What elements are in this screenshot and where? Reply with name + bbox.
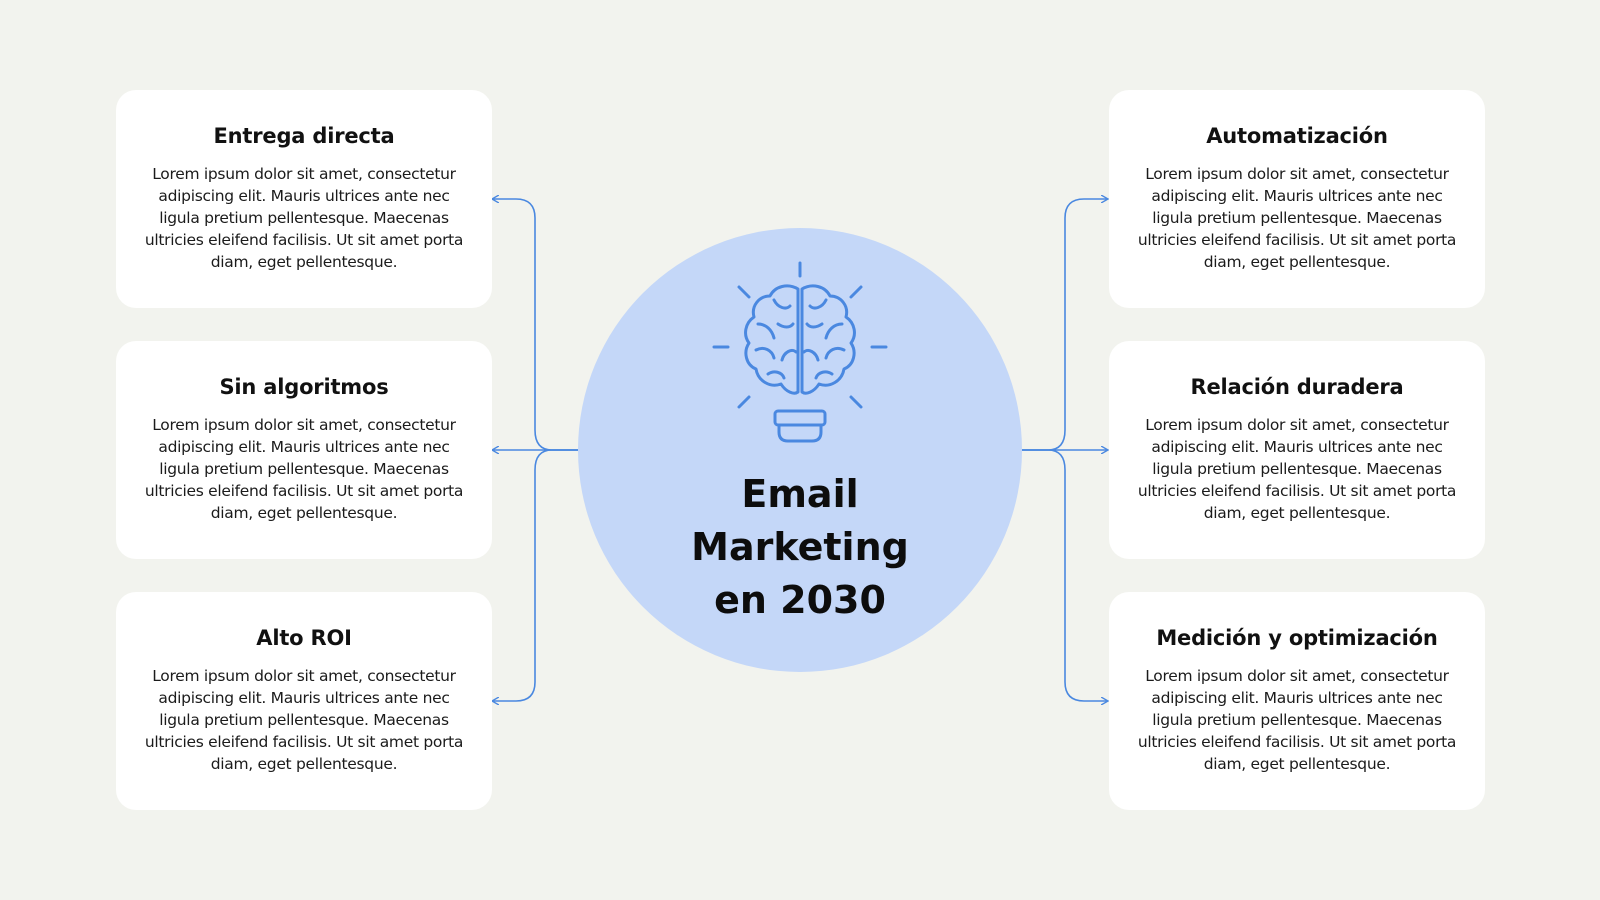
connector-left-bottom	[493, 449, 578, 701]
card-title: Automatización	[1206, 124, 1388, 148]
card-body: Lorem ipsum dolor sit amet, consectetur …	[1137, 165, 1457, 271]
card-body: Lorem ipsum dolor sit amet, consectetur …	[144, 416, 464, 522]
connector-left-top	[493, 199, 578, 451]
card-title: Medición y optimización	[1156, 626, 1438, 650]
card-automatizacion: Automatización Lorem ipsum dolor sit ame…	[1109, 90, 1485, 308]
hub-title-line: Marketing	[691, 525, 909, 569]
card-title: Relación duradera	[1190, 375, 1404, 399]
hub-title-line: Email	[741, 472, 859, 516]
card-medicion-optimizacion: Medición y optimización Lorem ipsum dolo…	[1109, 592, 1485, 810]
lightbulb-brain-icon	[712, 261, 888, 443]
card-title: Entrega directa	[213, 124, 395, 148]
card-entrega-directa: Entrega directa Lorem ipsum dolor sit am…	[116, 90, 492, 308]
card-body: Lorem ipsum dolor sit amet, consectetur …	[1137, 667, 1457, 773]
card-title: Alto ROI	[256, 626, 352, 650]
card-title: Sin algoritmos	[219, 375, 389, 399]
connector-right-bottom	[1022, 449, 1107, 701]
card-body: Lorem ipsum dolor sit amet, consectetur …	[144, 667, 464, 773]
hub-title-line: en 2030	[714, 578, 886, 622]
card-relacion-duradera: Relación duradera Lorem ipsum dolor sit …	[1109, 341, 1485, 559]
connector-right-top	[1022, 199, 1107, 451]
card-body: Lorem ipsum dolor sit amet, consectetur …	[1137, 416, 1457, 522]
central-hub: Email Marketing en 2030	[578, 228, 1022, 672]
card-alto-roi: Alto ROI Lorem ipsum dolor sit amet, con…	[116, 592, 492, 810]
card-sin-algoritmos: Sin algoritmos Lorem ipsum dolor sit ame…	[116, 341, 492, 559]
hub-title: Email Marketing en 2030	[578, 468, 1022, 627]
card-body: Lorem ipsum dolor sit amet, consectetur …	[144, 165, 464, 271]
